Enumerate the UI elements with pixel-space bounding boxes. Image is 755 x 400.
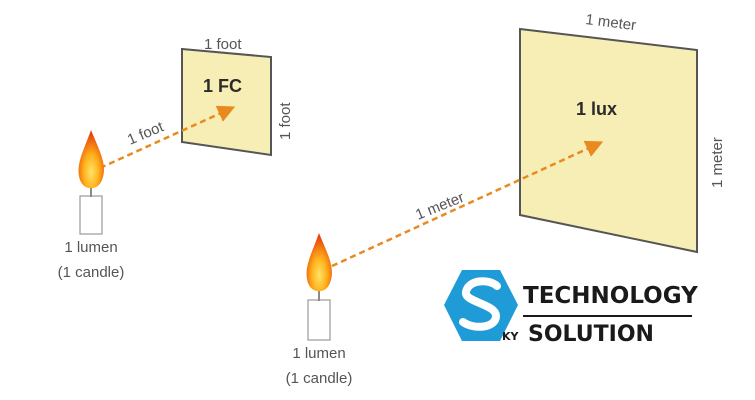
small-top-label: 1 foot [204,36,242,53]
logo-line1: TECHNOLOGY [523,283,698,309]
logo-line2: SOLUTION [528,322,654,347]
large-candle [306,233,332,341]
large-flame-icon [306,233,332,292]
small-candle-body [79,195,103,235]
large-panel [519,27,698,254]
small-distance-label: 1 foot [125,118,167,149]
logo-s-shape [459,277,501,331]
small-distance-arrow [99,105,236,170]
small-setup: 1 FC 1 foot 1 foot 1 foot 1 lumen (1 can… [58,36,294,281]
logo-small-text: KY [502,330,520,343]
large-source-line1: 1 lumen [292,345,345,362]
large-top-label: 1 meter [585,11,638,34]
large-distance-arrow [331,140,604,268]
small-source-line1: 1 lumen [64,239,117,256]
small-source-line2: (1 candle) [58,264,125,281]
small-flame-icon [78,130,104,189]
small-side-label: 1 foot [277,102,294,140]
large-panel-label: 1 lux [576,99,617,119]
small-candle [78,130,104,235]
small-panel [181,47,272,157]
small-panel-label: 1 FC [203,76,242,96]
sky-technology-logo: KY TECHNOLOGY SOLUTION [444,270,698,347]
s-swirl-logo-icon: KY [444,270,520,343]
large-distance-label: 1 meter [413,189,467,224]
large-side-label: 1 meter [709,137,726,188]
large-source-line2: (1 candle) [286,370,353,387]
large-candle-body [307,299,331,341]
